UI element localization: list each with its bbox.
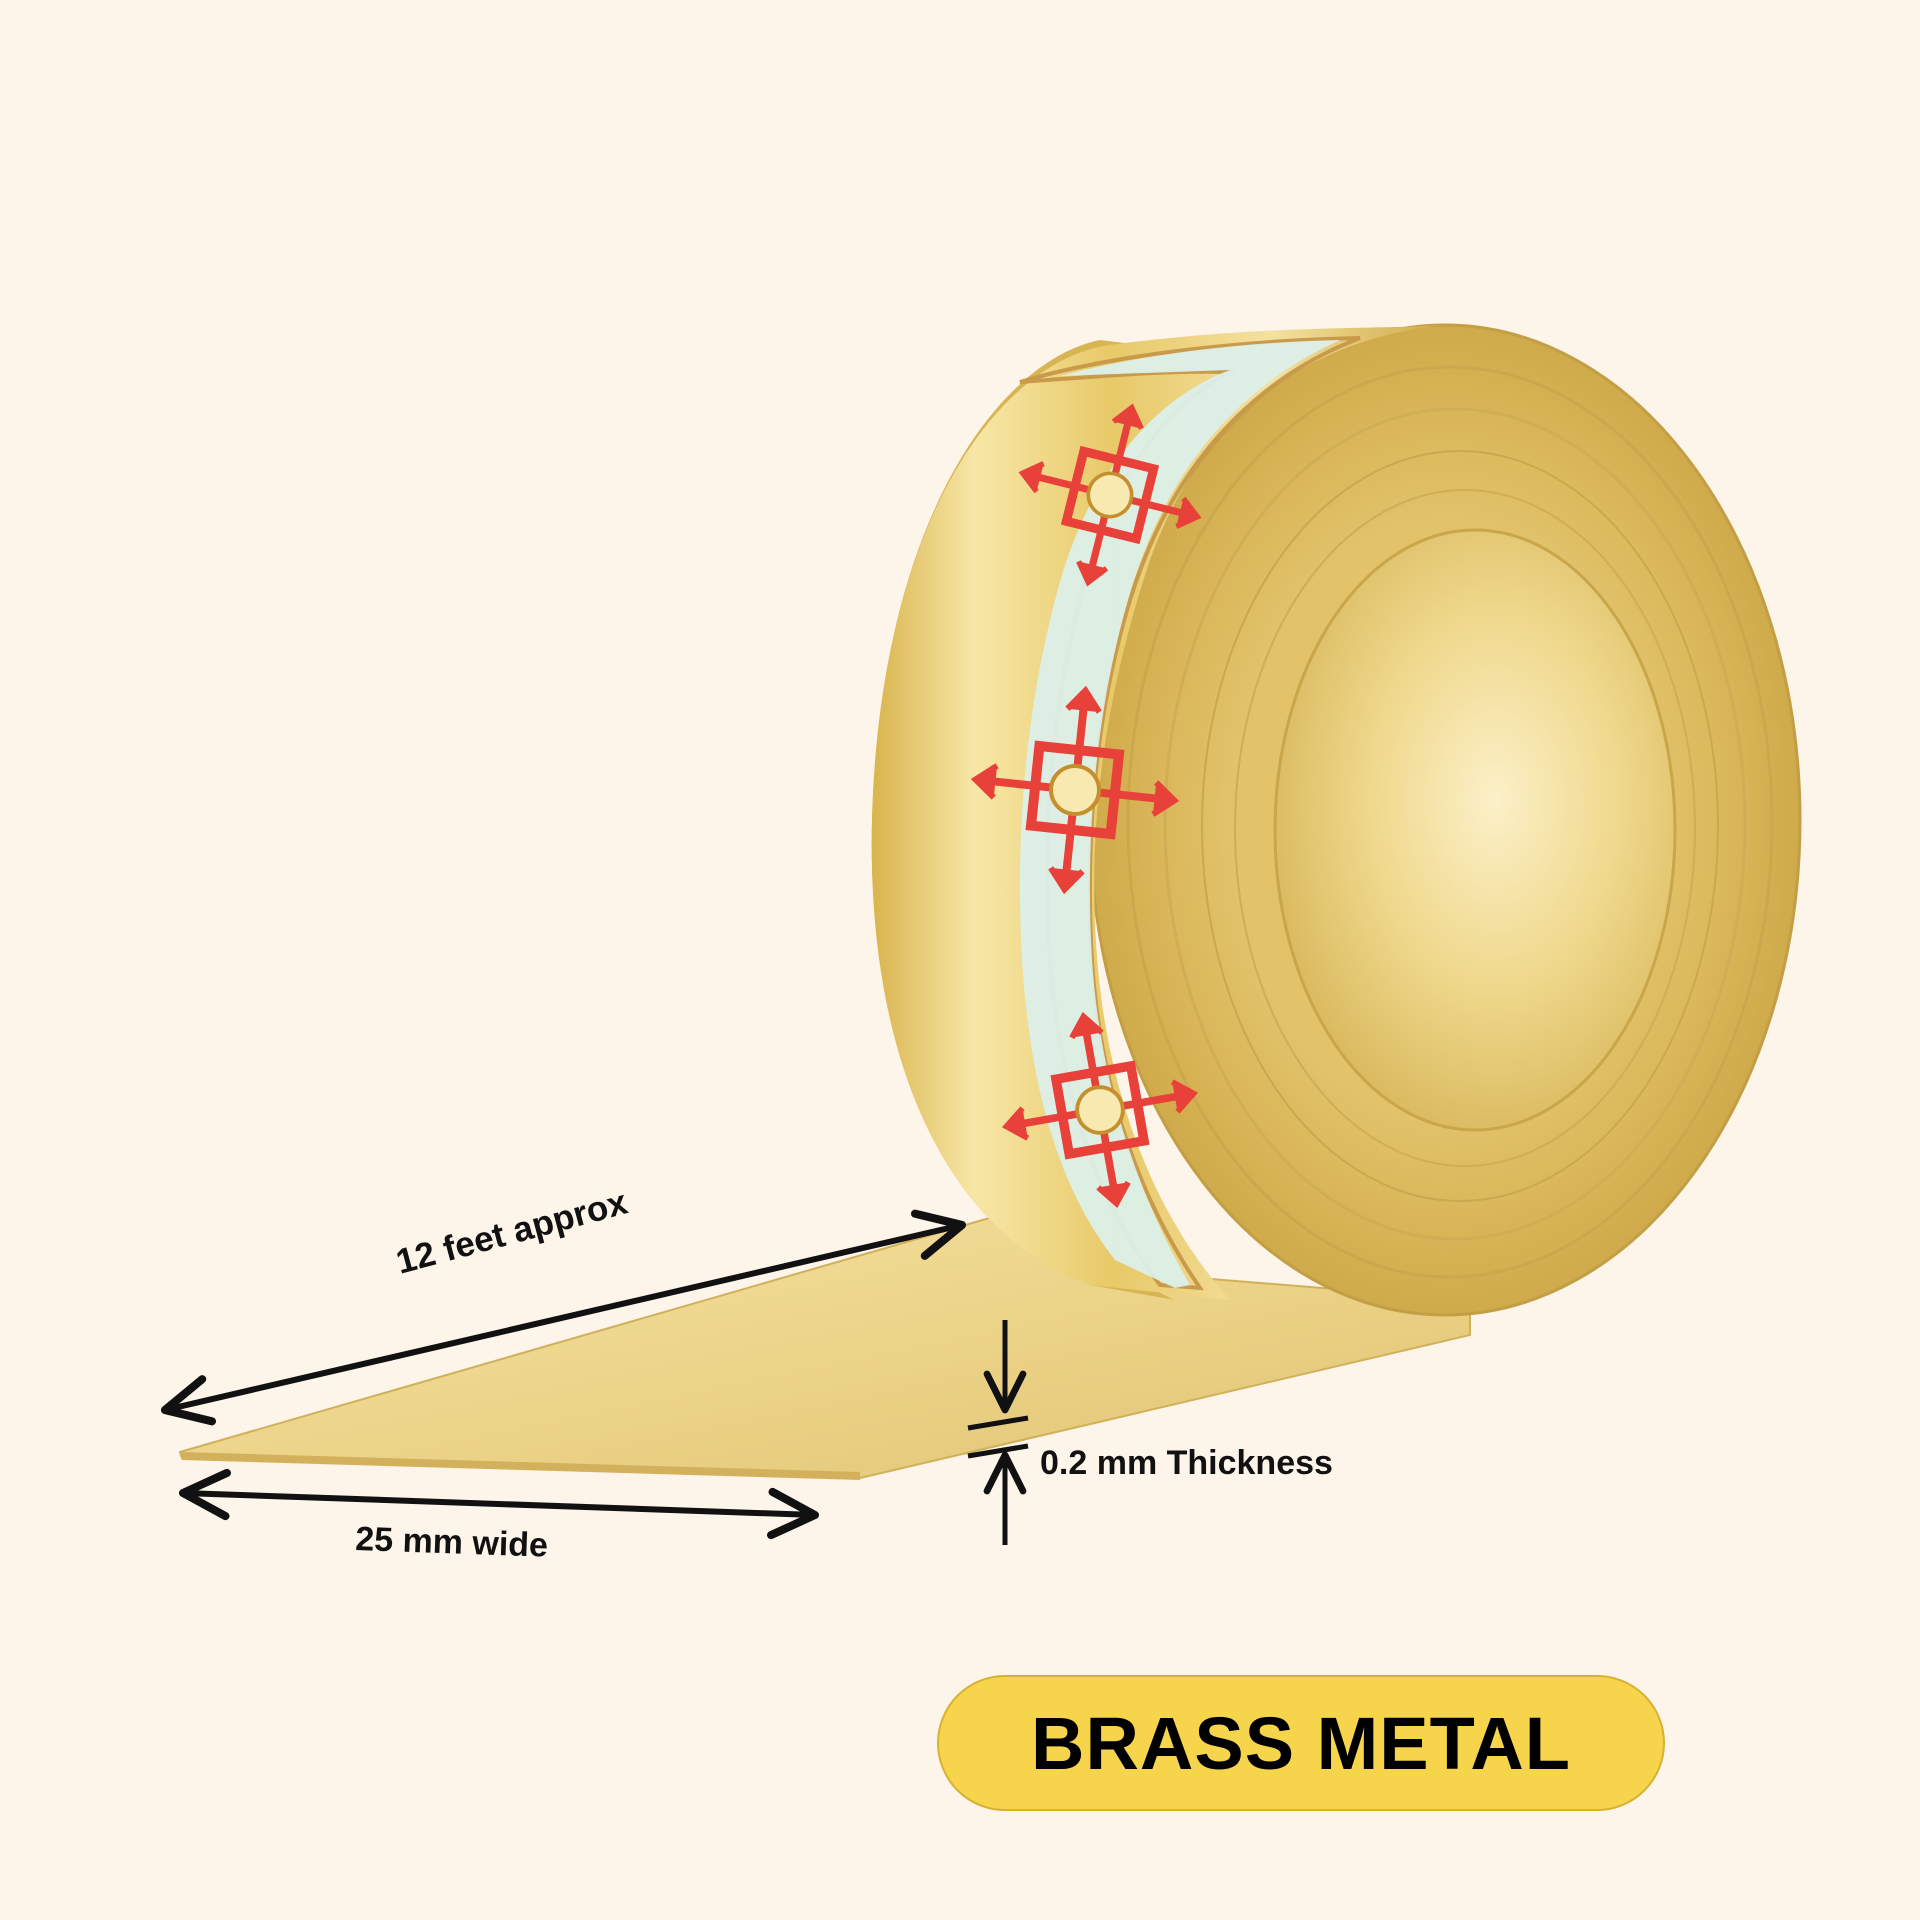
roll-side-face <box>1088 323 1802 1317</box>
arrows-emblem-logo <box>1018 403 1202 587</box>
material-badge: BRASS METAL <box>937 1675 1665 1811</box>
thickness-label: 0.2 mm Thickness <box>1040 1444 1333 1482</box>
thickness-dimension-arrows <box>967 1320 1029 1545</box>
width-label: 25 mm wide <box>354 1520 549 1565</box>
arrows-emblem-logo <box>970 685 1180 895</box>
material-badge-text: BRASS METAL <box>1031 1701 1571 1785</box>
length-dimension-arrow <box>160 1209 967 1426</box>
arrows-emblem-logo <box>1001 1011 1199 1209</box>
width-dimension-arrow <box>178 1468 820 1540</box>
